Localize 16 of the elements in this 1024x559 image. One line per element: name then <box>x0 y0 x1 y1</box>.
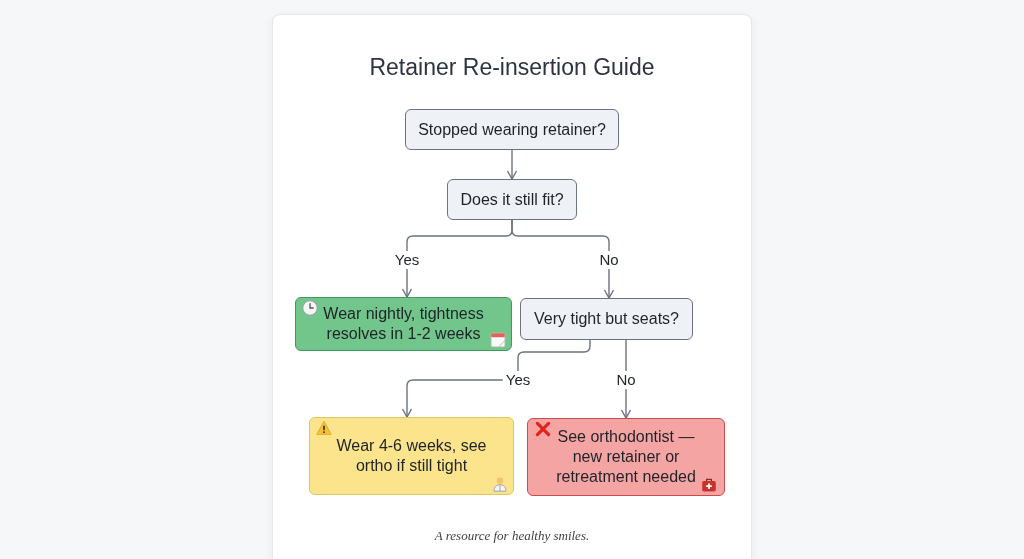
decision-box <box>447 179 577 220</box>
outcome-box <box>295 297 512 351</box>
title: Retainer Re-insertion Guide <box>368 53 656 82</box>
caption: A resource for healthy smiles. <box>433 527 591 545</box>
node-text: Stopped wearing retainer? <box>418 119 606 140</box>
outcome-box <box>309 417 514 495</box>
decision-box <box>520 298 693 340</box>
node-text: Very tight but seats? <box>534 309 679 329</box>
node-text: See orthodontist — new retainer or retreatment needed <box>555 427 697 487</box>
arrow <box>511 219 615 299</box>
node-text: Wear nightly, tightness resolves in 1-2 weeks <box>322 304 485 344</box>
arrow <box>506 149 518 180</box>
node-text: Wear 4-6 weeks, see ortho if still tight <box>335 436 488 476</box>
node-text: Does it still fit? <box>460 189 564 210</box>
decision-box <box>405 109 619 150</box>
outcome-box <box>527 418 725 496</box>
